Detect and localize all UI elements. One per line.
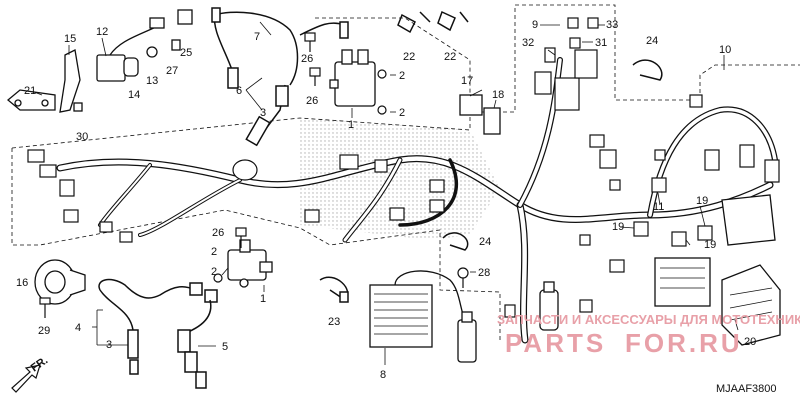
callout-15: 15 xyxy=(64,33,76,45)
shaded-area xyxy=(300,118,500,240)
callout-30: 30 xyxy=(76,131,88,143)
bracket-21 xyxy=(6,89,83,112)
callout-32: 32 xyxy=(522,37,534,49)
callout-19: 19 xyxy=(696,195,708,207)
fuse-block-10 xyxy=(654,194,776,307)
callout-33: 33 xyxy=(606,19,618,31)
watermark-tagline: ЗАПЧАСТИ И АКСЕССУАРЫ ДЛЯ МОТОТЕХНИКИ xyxy=(497,312,800,327)
watermark-logo-right: FOR.RU xyxy=(625,328,743,358)
harness-outline-lower xyxy=(11,148,501,340)
callout-27: 27 xyxy=(166,65,178,77)
callout-4: 4 xyxy=(75,322,81,334)
bolts-26-nuts-2 xyxy=(213,32,387,283)
callout-3b: 3 xyxy=(106,339,112,351)
harness-connectors xyxy=(27,94,780,318)
callout-24b: 24 xyxy=(479,236,491,248)
callout-9: 9 xyxy=(532,19,538,31)
callout-19c: 19 xyxy=(704,239,716,251)
callout-2c: 2 xyxy=(211,246,217,258)
diagram-code: MJAAF3800 xyxy=(716,383,777,395)
clamp-24 xyxy=(442,59,663,251)
callout-21: 21 xyxy=(24,85,36,97)
subgroup-outline-top xyxy=(315,17,471,112)
watermark-logo-left: PARTS xyxy=(505,328,606,358)
callout-16: 16 xyxy=(16,277,28,289)
band-23 xyxy=(319,276,349,303)
callout-18: 18 xyxy=(492,89,504,101)
callout-26b: 26 xyxy=(306,95,318,107)
relays-11-19 xyxy=(633,177,713,247)
callout-29: 29 xyxy=(38,325,50,337)
plug-wires-bottom xyxy=(98,278,218,389)
callout-26c: 26 xyxy=(212,227,224,239)
direction-label: FR. xyxy=(29,354,50,374)
callout-11: 11 xyxy=(653,201,664,213)
callout-2: 2 xyxy=(399,70,405,82)
relay-bracket-parts xyxy=(59,9,193,113)
ignition-coil-bottom xyxy=(227,239,273,288)
callout-13: 13 xyxy=(146,75,158,87)
fuse-box xyxy=(534,49,598,111)
callout-31: 31 xyxy=(595,37,607,49)
callout-25: 25 xyxy=(180,47,192,59)
callout-12: 12 xyxy=(96,26,108,38)
callout-3: 3 xyxy=(260,107,266,119)
callout-17: 17 xyxy=(461,75,473,87)
callout-10: 10 xyxy=(719,44,731,56)
callout-22: 22 xyxy=(403,51,415,63)
callout-1: 1 xyxy=(348,119,354,131)
regulator-rectifier xyxy=(369,270,477,363)
coupler-cap xyxy=(539,281,559,331)
relays-17-18 xyxy=(459,94,501,135)
callout-2b: 2 xyxy=(399,107,405,119)
callout-5: 5 xyxy=(222,341,228,353)
ignition-coil-top xyxy=(329,49,376,107)
callout-28: 28 xyxy=(478,267,490,279)
callout-24: 24 xyxy=(646,35,658,47)
screw-28 xyxy=(457,267,469,288)
group-outlines xyxy=(11,4,800,340)
callout-1b: 1 xyxy=(260,293,266,305)
callout-20: 20 xyxy=(744,336,756,348)
horn xyxy=(34,259,86,305)
callout-22b: 22 xyxy=(444,51,456,63)
callout-6: 6 xyxy=(236,85,242,97)
callout-2d: 2 xyxy=(211,266,217,278)
callout-19b: 19 xyxy=(612,221,624,233)
direction-arrow xyxy=(11,364,41,393)
leader-lines xyxy=(33,21,739,365)
bolt-29 xyxy=(39,297,51,318)
plug-wires-top xyxy=(211,7,349,147)
bands-22 xyxy=(397,10,469,34)
callout-23: 23 xyxy=(328,316,340,328)
callout-8: 8 xyxy=(380,369,386,381)
main-wire-harness xyxy=(56,57,778,344)
harness-outline xyxy=(11,4,800,149)
callout-7: 7 xyxy=(254,31,260,43)
callout-26: 26 xyxy=(301,53,313,65)
callout-14: 14 xyxy=(128,89,140,101)
